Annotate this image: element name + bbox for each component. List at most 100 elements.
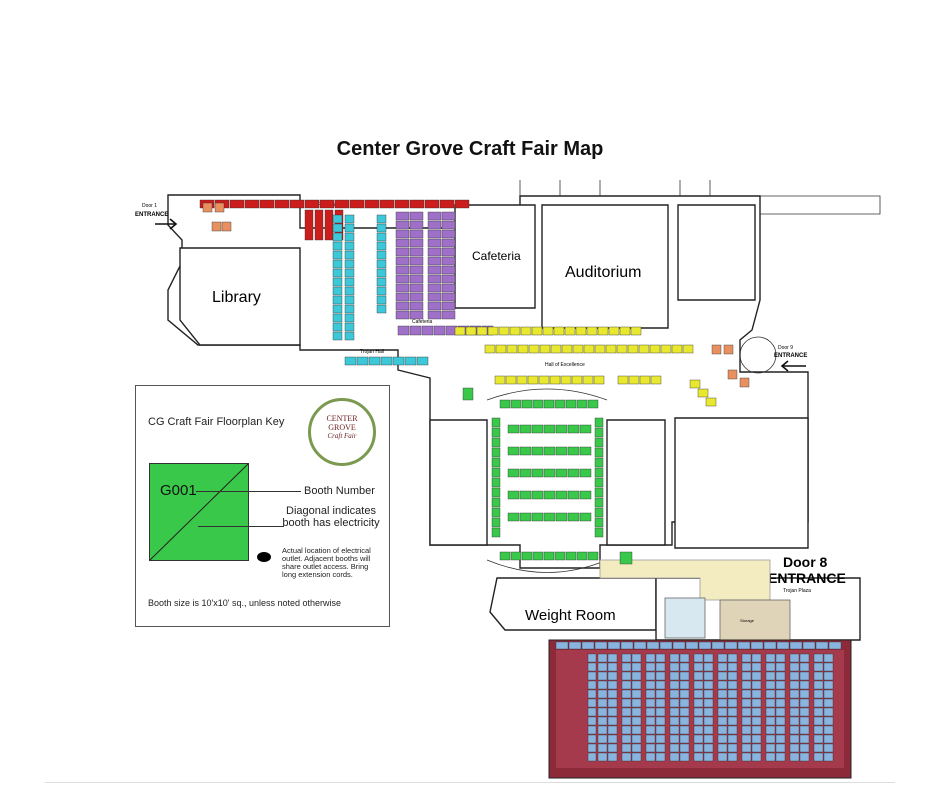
booth-green bbox=[507, 490, 520, 500]
booth-blue bbox=[703, 653, 714, 663]
logo-line1: CENTER bbox=[326, 414, 358, 423]
storage-area bbox=[719, 599, 791, 641]
booth-blue bbox=[813, 680, 824, 690]
booth-blue bbox=[655, 662, 666, 672]
booth-blue bbox=[597, 734, 608, 744]
booth-green bbox=[519, 490, 532, 500]
booth-blue bbox=[587, 671, 597, 681]
booth-blue bbox=[669, 734, 680, 744]
booth-blue bbox=[693, 680, 704, 690]
booth-yellow bbox=[627, 344, 639, 354]
booth-green bbox=[594, 417, 604, 428]
booth-yellow bbox=[505, 375, 517, 385]
booth-blue bbox=[607, 734, 618, 744]
booth-blue bbox=[587, 743, 597, 753]
size-note: Booth size is 10'x10' sq., unless noted … bbox=[148, 598, 342, 608]
booth-blue bbox=[741, 752, 752, 762]
booth-number-pointer bbox=[196, 491, 301, 492]
booth-blue bbox=[703, 734, 714, 744]
trojan-plaza-label: Trojan Plaza bbox=[783, 588, 811, 594]
booth-cyan bbox=[332, 277, 343, 287]
booth-blue bbox=[789, 671, 800, 681]
booth-yellow bbox=[476, 326, 488, 336]
booth-red bbox=[324, 209, 334, 241]
booth-purple bbox=[409, 229, 424, 239]
booth-blue bbox=[607, 680, 618, 690]
booth-blue bbox=[607, 698, 618, 708]
booth-blue bbox=[741, 743, 752, 753]
booth-blue bbox=[823, 707, 834, 717]
booth-green bbox=[519, 446, 532, 456]
booth-green bbox=[619, 551, 633, 565]
booth-blue bbox=[765, 707, 776, 717]
booth-blue bbox=[724, 641, 738, 650]
booth-blue bbox=[645, 662, 656, 672]
booth-purple bbox=[397, 325, 410, 336]
booth-blue bbox=[823, 743, 834, 753]
booth-purple bbox=[395, 274, 410, 284]
booth-blue bbox=[741, 698, 752, 708]
booth-green bbox=[507, 424, 520, 434]
booth-green bbox=[543, 512, 556, 522]
booth-cyan bbox=[404, 356, 417, 366]
booth-blue bbox=[765, 743, 776, 753]
booth-green bbox=[543, 446, 556, 456]
booth-blue bbox=[693, 698, 704, 708]
booth-blue bbox=[587, 653, 597, 663]
booth-cyan bbox=[376, 250, 387, 260]
booth-blue bbox=[823, 671, 834, 681]
booth-purple bbox=[441, 310, 456, 320]
building-outline bbox=[167, 180, 881, 641]
booth-purple bbox=[441, 274, 456, 284]
booth-blue bbox=[741, 707, 752, 717]
booth-cyan bbox=[376, 223, 387, 233]
gym-booths bbox=[555, 641, 842, 762]
booth-cyan bbox=[376, 232, 387, 242]
booth-yellow bbox=[531, 326, 543, 336]
booth-purple bbox=[395, 238, 410, 248]
booth-orange bbox=[739, 377, 750, 388]
booth-blue bbox=[789, 653, 800, 663]
booth-green bbox=[555, 446, 568, 456]
booth-cyan bbox=[344, 322, 355, 332]
booth-blue bbox=[741, 653, 752, 663]
booth-blue bbox=[775, 725, 786, 735]
booth-cyan bbox=[332, 232, 343, 242]
booth-blue bbox=[815, 641, 829, 650]
booth-blue bbox=[799, 716, 810, 726]
booth-blue bbox=[750, 641, 764, 650]
logo-line3: Craft Fair bbox=[327, 432, 357, 440]
booth-yellow bbox=[549, 375, 561, 385]
booth-blue bbox=[597, 716, 608, 726]
booth-blue bbox=[587, 680, 597, 690]
booth-red bbox=[319, 199, 335, 209]
booth-blue bbox=[789, 641, 803, 650]
booth-blue bbox=[823, 734, 834, 744]
booth-purple bbox=[395, 301, 410, 311]
booth-purple bbox=[395, 256, 410, 266]
booth-blue bbox=[631, 653, 642, 663]
booth-green bbox=[594, 507, 604, 518]
booth-yellow bbox=[628, 375, 640, 385]
booth-blue bbox=[813, 725, 824, 735]
door8-entrance-label: ENTRANCE bbox=[768, 570, 846, 586]
booth-yellow bbox=[528, 344, 540, 354]
booth-blue bbox=[717, 689, 728, 699]
booth-blue bbox=[679, 689, 690, 699]
booth-green bbox=[567, 446, 580, 456]
booth-green bbox=[579, 490, 592, 500]
booth-green bbox=[555, 468, 568, 478]
booth-blue bbox=[717, 671, 728, 681]
booth-blue bbox=[823, 680, 834, 690]
booth-purple bbox=[427, 283, 442, 293]
booth-green bbox=[521, 551, 533, 561]
booth-green bbox=[594, 487, 604, 498]
booth-blue bbox=[765, 752, 776, 762]
booth-blue bbox=[765, 734, 776, 744]
booth-blue bbox=[693, 653, 704, 663]
booth-orange bbox=[723, 344, 734, 355]
booth-blue bbox=[789, 698, 800, 708]
outlet-caption: Actual location of electrical outlet. Ad… bbox=[282, 546, 371, 579]
booth-cyan bbox=[344, 214, 355, 224]
arrow-right-icon bbox=[155, 218, 178, 230]
